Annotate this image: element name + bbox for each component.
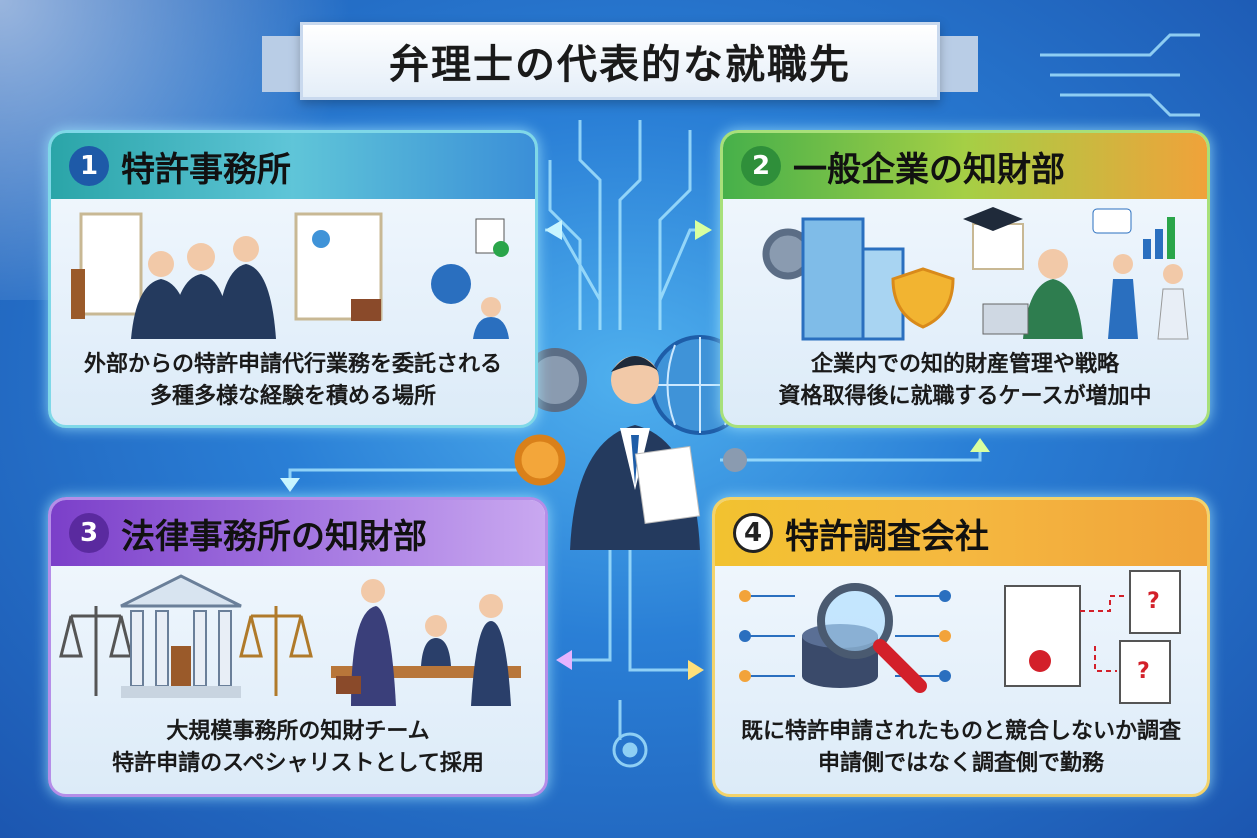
title-banner: 弁理士の代表的な就職先 bbox=[300, 22, 940, 100]
card-header: 3 法律事務所の知財部 bbox=[51, 500, 545, 566]
scroll-icon bbox=[79, 212, 143, 316]
diploma-icon bbox=[972, 223, 1024, 270]
graduation-cap-icon bbox=[963, 207, 1023, 231]
question-document-icon bbox=[1129, 570, 1181, 634]
card-header: 4 特許調査会社 bbox=[715, 500, 1207, 566]
number-badge: 3 bbox=[69, 513, 109, 553]
scales-icon bbox=[59, 606, 133, 696]
description-line: 多種多様な経験を積める場所 bbox=[149, 384, 436, 409]
network-lines bbox=[745, 595, 945, 677]
card-patent-office: 1 特許事務所 外部からの特許申請代行業務を委託される 多種多様な経験を積める場… bbox=[48, 130, 538, 428]
card-title: 一般企業の知財部 bbox=[793, 149, 1065, 190]
card-patent-research-company: 4 特許調査会社 ? ? 既に特許申請されたものと競合しないか調査 申請側ではな… bbox=[712, 497, 1210, 797]
description-line: 企業内での知的財産管理や戦略 bbox=[810, 352, 1119, 377]
gavel-icon bbox=[71, 269, 85, 319]
card-description: 外部からの特許申請代行業務を委託される 多種多様な経験を積める場所 bbox=[51, 349, 535, 413]
description-line: 申請側ではなく調査側で勤務 bbox=[817, 751, 1104, 776]
card-description: 既に特許申請されたものと競合しないか調査 申請側ではなく調査側で勤務 bbox=[715, 716, 1207, 780]
building-icon bbox=[801, 217, 865, 341]
check-icon bbox=[493, 241, 509, 257]
chat-bubble-icon bbox=[1092, 208, 1132, 234]
patent-research-illustration: ? ? bbox=[715, 566, 1207, 716]
card-description: 企業内での知的財産管理や戦略 資格取得後に就職するケースが増加中 bbox=[723, 349, 1207, 413]
scales-icon bbox=[239, 606, 313, 696]
card-title: 特許事務所 bbox=[121, 149, 291, 190]
shield-icon bbox=[891, 267, 955, 329]
page-title: 弁理士の代表的な就職先 bbox=[389, 42, 851, 88]
patent-office-illustration bbox=[51, 199, 535, 349]
svg-text:?: ? bbox=[1147, 589, 1160, 614]
card-corporate-ip-department: 2 一般企業の知財部 企業内での知的財産管理や戦略 資格取得後に就職するケースが… bbox=[720, 130, 1210, 428]
card-title: 特許調査会社 bbox=[785, 516, 989, 557]
corporate-illustration bbox=[723, 199, 1207, 349]
question-document-icon bbox=[1119, 640, 1171, 704]
description-line: 特許申請のスペシャリストとして採用 bbox=[112, 751, 484, 776]
courthouse-icon bbox=[120, 574, 242, 608]
magnifier-icon bbox=[817, 583, 893, 659]
card-header: 2 一般企業の知財部 bbox=[723, 133, 1207, 199]
bar-chart-icon bbox=[1143, 217, 1175, 259]
number-badge: 4 bbox=[733, 513, 773, 553]
description-line: 資格取得後に就職するケースが増加中 bbox=[778, 384, 1152, 409]
number-badge: 1 bbox=[69, 146, 109, 186]
globe-icon bbox=[431, 264, 471, 304]
description-line: 外部からの特許申請代行業務を委託される bbox=[83, 352, 502, 377]
card-law-firm-ip-department: 3 法律事務所の知財部 大規模事務所の知財チーム 特許申請のスペシャリストとして… bbox=[48, 497, 548, 797]
law-firm-illustration bbox=[51, 566, 545, 716]
stamp-icon bbox=[351, 299, 381, 321]
card-description: 大規模事務所の知財チーム 特許申請のスペシャリストとして採用 bbox=[51, 716, 545, 780]
description-line: 既に特許申請されたものと競合しないか調査 bbox=[740, 719, 1181, 744]
number-badge: 2 bbox=[741, 146, 781, 186]
description-line: 大規模事務所の知財チーム bbox=[166, 719, 430, 744]
laptop-icon bbox=[982, 303, 1029, 335]
gear-icon bbox=[514, 434, 566, 486]
svg-text:?: ? bbox=[1137, 659, 1150, 684]
card-title: 法律事務所の知財部 bbox=[121, 516, 427, 557]
briefcase-icon bbox=[336, 676, 361, 694]
card-header: 1 特許事務所 bbox=[51, 133, 535, 199]
